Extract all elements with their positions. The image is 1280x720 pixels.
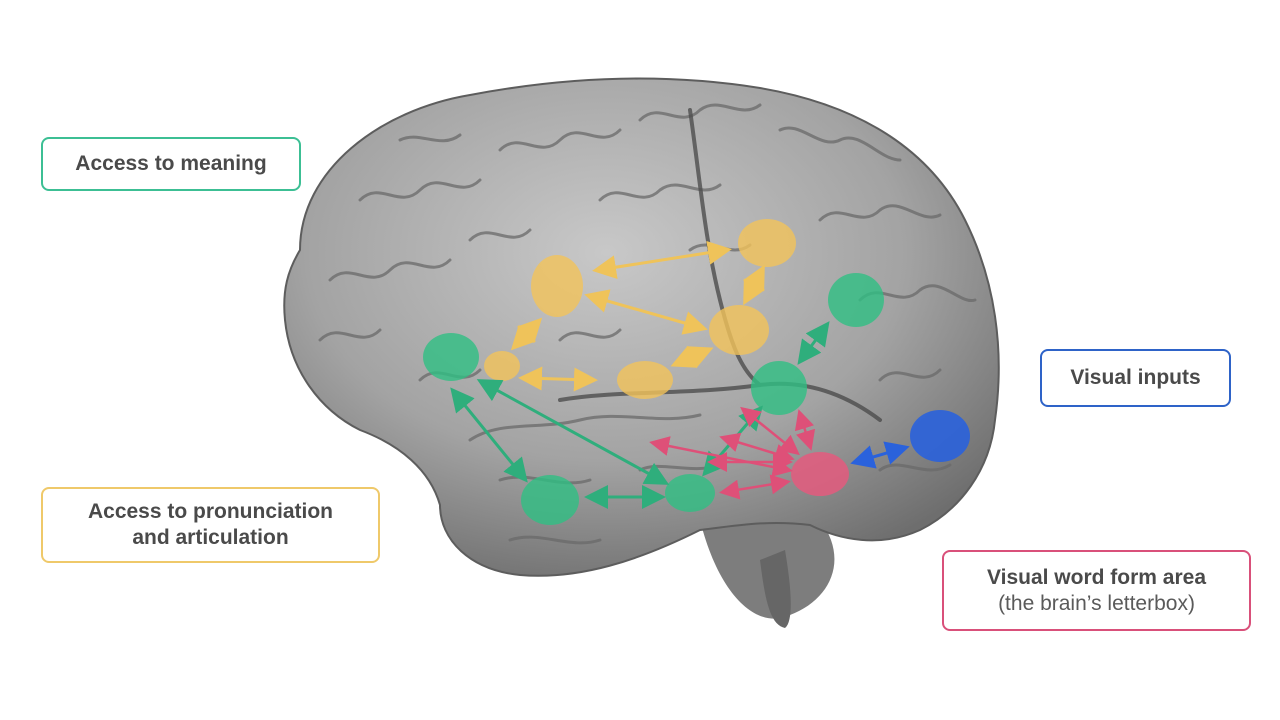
cerebellum xyxy=(700,520,835,628)
yellow-arrow-5 xyxy=(518,366,598,392)
pink-network xyxy=(649,406,849,500)
access-to-meaning-label: Access to meaning xyxy=(41,137,301,191)
yellow-arrow-4 xyxy=(510,317,543,351)
brain-silhouette xyxy=(283,77,1000,577)
green-arrow-4 xyxy=(797,321,830,365)
blue-network xyxy=(850,410,970,469)
yellow-node-2 xyxy=(738,219,796,267)
vwfa-line2: (the brain’s letterbox) xyxy=(998,591,1195,615)
green-arrow-2 xyxy=(476,379,670,485)
vwfa-line1: Visual word form area xyxy=(986,565,1207,589)
green-node-1 xyxy=(423,333,479,381)
visual-inputs-label: Visual inputs xyxy=(1040,349,1231,407)
yellow-node-4 xyxy=(484,351,520,381)
yellow-node-5 xyxy=(617,361,673,399)
yellow-arrow-3 xyxy=(742,264,766,306)
green-node-3 xyxy=(751,361,807,415)
access-to-meaning-text: Access to meaning xyxy=(75,152,267,175)
yellow-arrow-6 xyxy=(670,345,714,369)
green-node-4 xyxy=(521,475,579,525)
visual-inputs-text: Visual inputs xyxy=(1070,366,1201,389)
green-node-5 xyxy=(665,474,715,512)
pink-arrow-6 xyxy=(719,432,795,464)
yellow-node-3 xyxy=(709,305,769,355)
yellow-arrow-2 xyxy=(584,289,708,335)
pronunciation-line1: Access to pronunciation xyxy=(87,500,334,523)
pronunciation-label: Access to pronunciation and articulation xyxy=(41,487,380,563)
green-network xyxy=(423,273,884,525)
visual-input-node xyxy=(910,410,970,462)
pink-arrow-2 xyxy=(719,474,791,500)
blue-arrow xyxy=(850,441,910,469)
green-node-2 xyxy=(828,273,884,327)
pink-arrow-4 xyxy=(794,409,816,451)
vwfa-node xyxy=(791,452,849,496)
yellow-arrow-1 xyxy=(592,240,732,280)
vwfa-label: Visual word form area (the brain’s lette… xyxy=(942,550,1251,631)
yellow-node-1 xyxy=(531,255,583,317)
yellow-network xyxy=(484,219,796,399)
pronunciation-line2: and articulation xyxy=(132,526,289,549)
